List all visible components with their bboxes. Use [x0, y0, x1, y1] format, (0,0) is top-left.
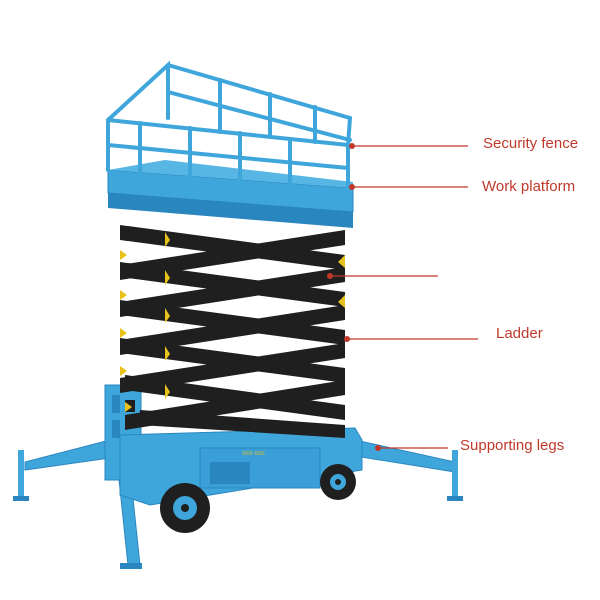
label-ladder: Ladder: [496, 325, 543, 342]
callout-ladder: [344, 336, 478, 342]
rear-wheel: [320, 464, 356, 500]
callout-supporting-legs: [375, 445, 448, 451]
security-fence: [106, 60, 352, 190]
label-supporting-legs: Supporting legs: [460, 437, 565, 454]
scissor-yellow-markings: [120, 232, 345, 412]
callout-security-fence: [349, 143, 468, 149]
front-wheel: [160, 483, 210, 533]
right-outrigger-leg: [354, 439, 463, 501]
callout-scissor-arm: [327, 273, 438, 279]
left-outrigger-leg: [13, 439, 111, 501]
scissor-ladder: [120, 225, 345, 438]
label-work-platform: Work platform: [482, 178, 576, 195]
label-security-fence: Security fence: [483, 135, 579, 152]
work-platform: [107, 160, 354, 228]
svg-text:≡≡≡ ≡≡≡: ≡≡≡ ≡≡≡: [242, 451, 265, 457]
callout-work-platform: [349, 184, 468, 190]
